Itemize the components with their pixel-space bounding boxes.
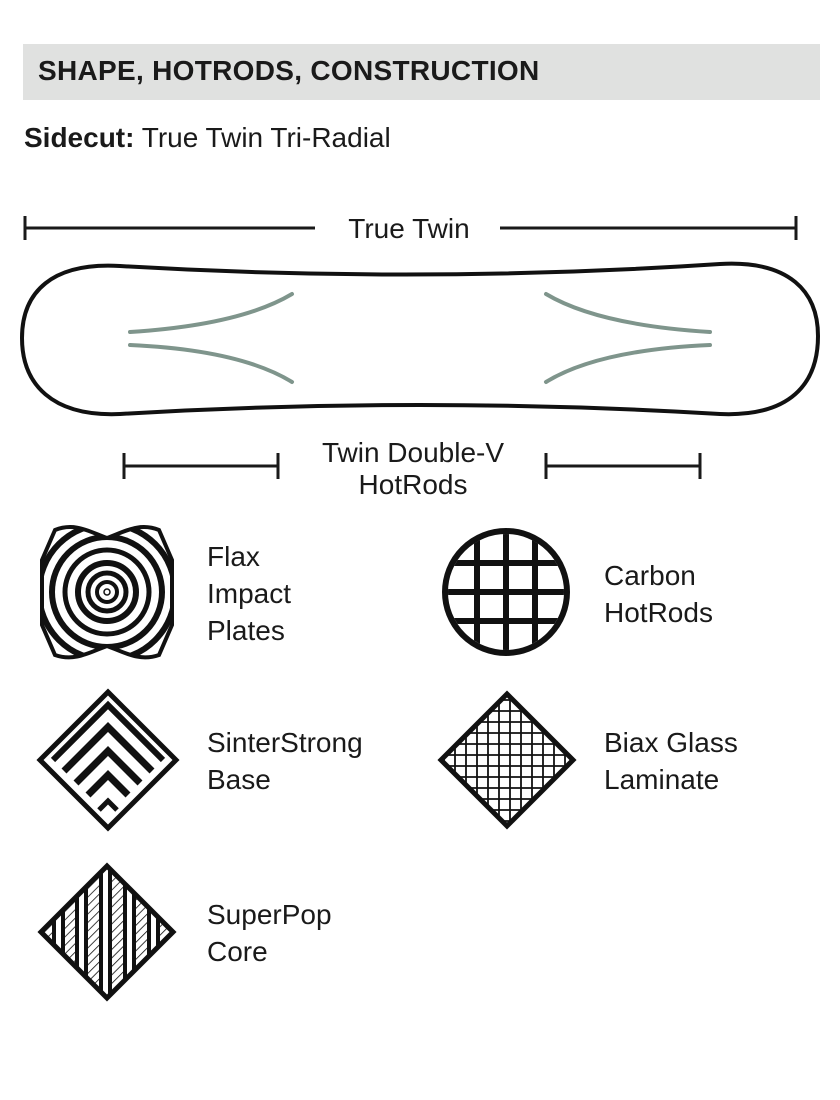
feature-label: Biax Glass (604, 727, 738, 758)
hotrods (128, 292, 712, 384)
feature-label: Plates (207, 615, 285, 646)
hotrods-dimension (122, 453, 702, 479)
feature-label: Impact (207, 578, 291, 609)
feature-label: SinterStrong (207, 727, 363, 758)
section-header: SHAPE, HOTRODS, CONSTRUCTION (23, 44, 820, 100)
feature-label: Flax (207, 541, 260, 572)
biax-glass-laminate-icon (437, 690, 577, 830)
flax-impact-plates-icon (40, 525, 174, 660)
carbon-hotrods-icon (442, 528, 570, 656)
sidecut-value: True Twin Tri-Radial (141, 122, 391, 153)
true-twin-label: True Twin (348, 213, 469, 244)
snowboard-outline (19, 261, 821, 417)
hotrods-label-line2: HotRods (359, 469, 468, 500)
feature-label: Carbon (604, 560, 696, 591)
sidecut-line: Sidecut: True Twin Tri-Radial (24, 122, 391, 154)
superpop-core-icon (37, 862, 177, 1002)
feature-label: HotRods (604, 597, 713, 628)
true-twin-dimension (23, 216, 798, 240)
sidecut-label: Sidecut: (24, 122, 135, 153)
feature-label: Laminate (604, 764, 719, 795)
hotrods-label-line1: Twin Double-V (322, 437, 504, 468)
feature-label: Base (207, 764, 271, 795)
section-title: SHAPE, HOTRODS, CONSTRUCTION (38, 55, 540, 86)
feature-label: Core (207, 936, 268, 967)
sinterstrong-base-icon (36, 688, 180, 832)
feature-label: SuperPop (207, 899, 332, 930)
